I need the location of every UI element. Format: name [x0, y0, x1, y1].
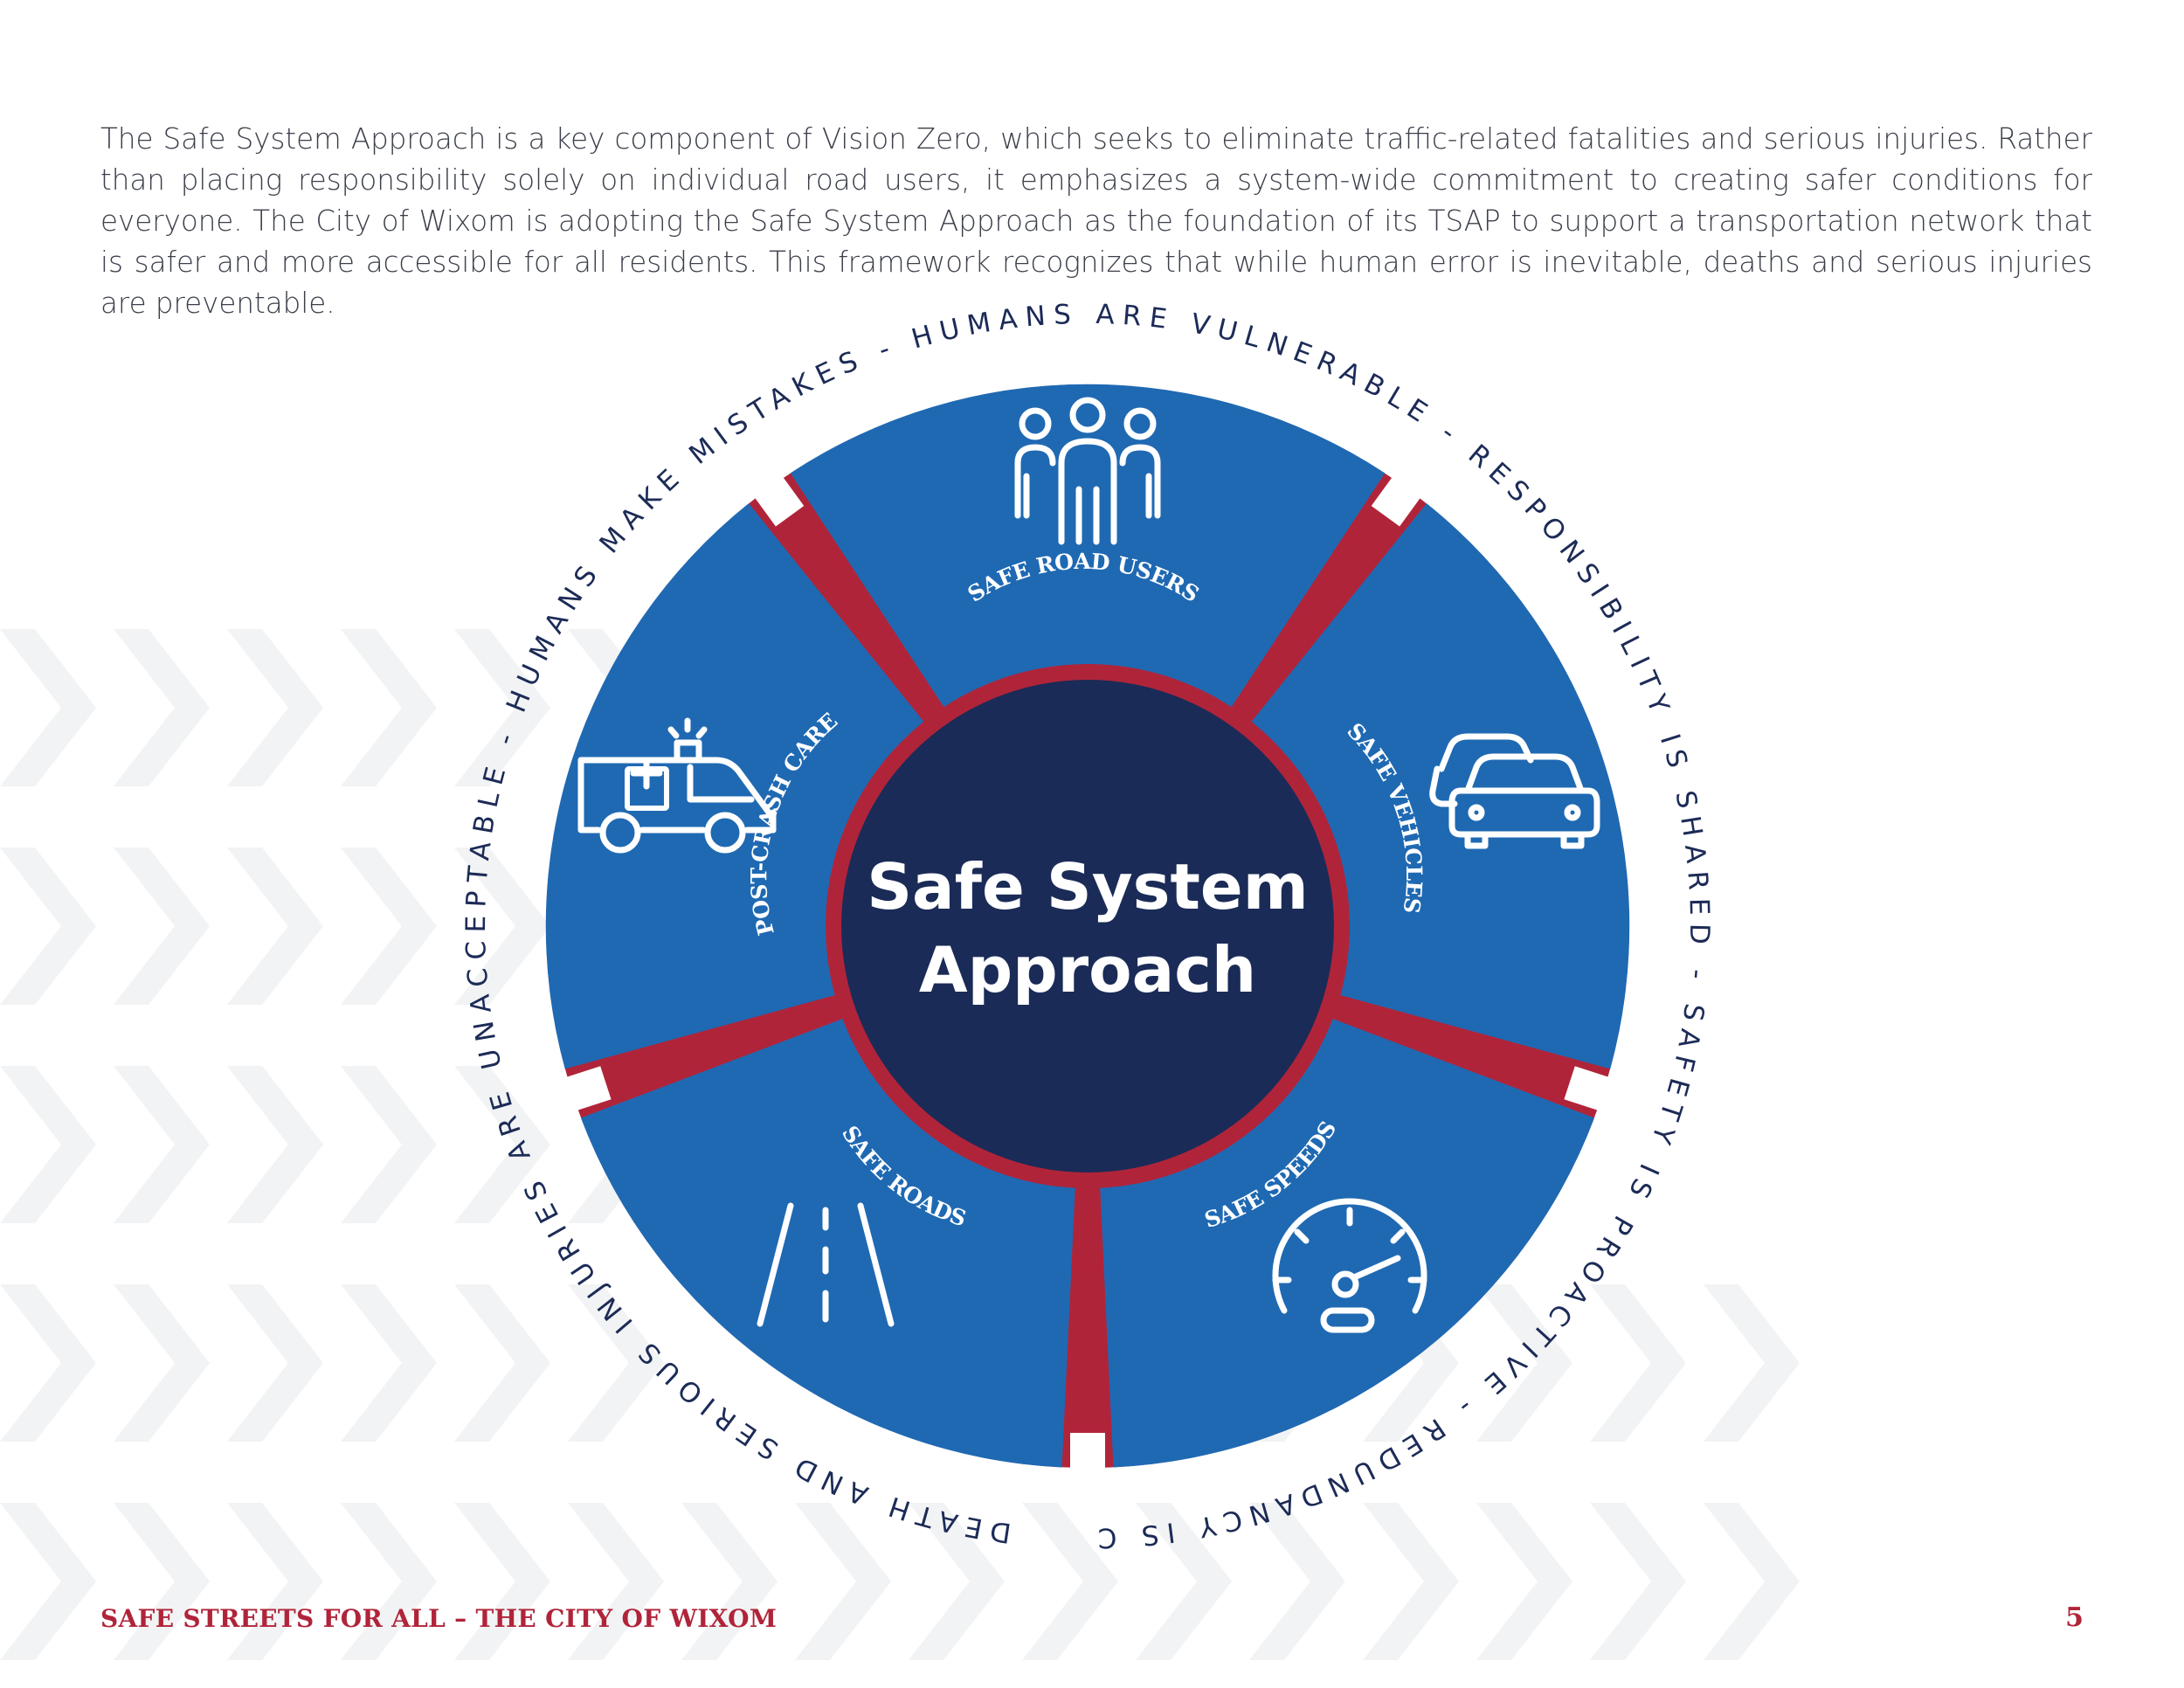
footer-title: SAFE STREETS FOR ALL – THE CITY OF WIXOM	[100, 1604, 778, 1633]
ambulance-icon	[577, 717, 777, 854]
segment-safe-road-users	[790, 384, 1386, 926]
speedometer-icon	[1272, 1198, 1427, 1333]
intro-paragraph: The Safe System Approach is a key compon…	[100, 121, 2092, 320]
road-icon	[757, 1202, 895, 1327]
cars-icon	[1429, 733, 1600, 849]
center-circle	[841, 680, 1334, 1173]
center-title-line2: Approach	[919, 933, 1256, 1007]
center-title-line1: Safe System	[867, 850, 1309, 924]
page-number: 5	[2065, 1602, 2084, 1633]
segments	[790, 384, 1386, 926]
people-group-icon	[1014, 397, 1161, 545]
